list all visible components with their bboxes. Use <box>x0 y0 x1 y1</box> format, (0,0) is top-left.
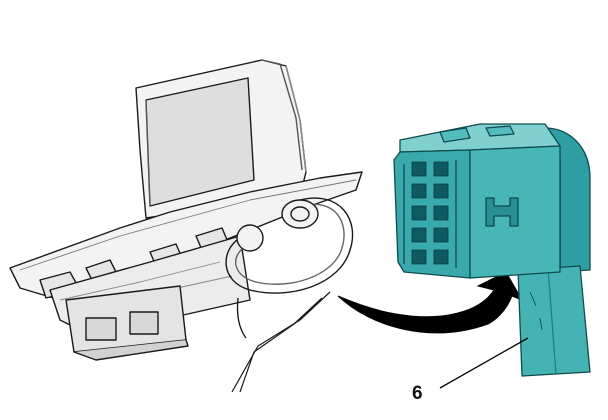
callout-number: 6 <box>412 383 423 404</box>
cable-sleeve <box>517 265 591 377</box>
connector-assembly <box>393 123 591 377</box>
terminal-cavities <box>411 161 449 265</box>
display-unit-assembly <box>9 59 363 361</box>
connector-latch <box>485 197 519 227</box>
connector-front-face <box>393 149 471 279</box>
wire-harness <box>225 197 354 393</box>
callout-leader-line <box>439 337 529 389</box>
callout-arrow <box>337 271 524 334</box>
